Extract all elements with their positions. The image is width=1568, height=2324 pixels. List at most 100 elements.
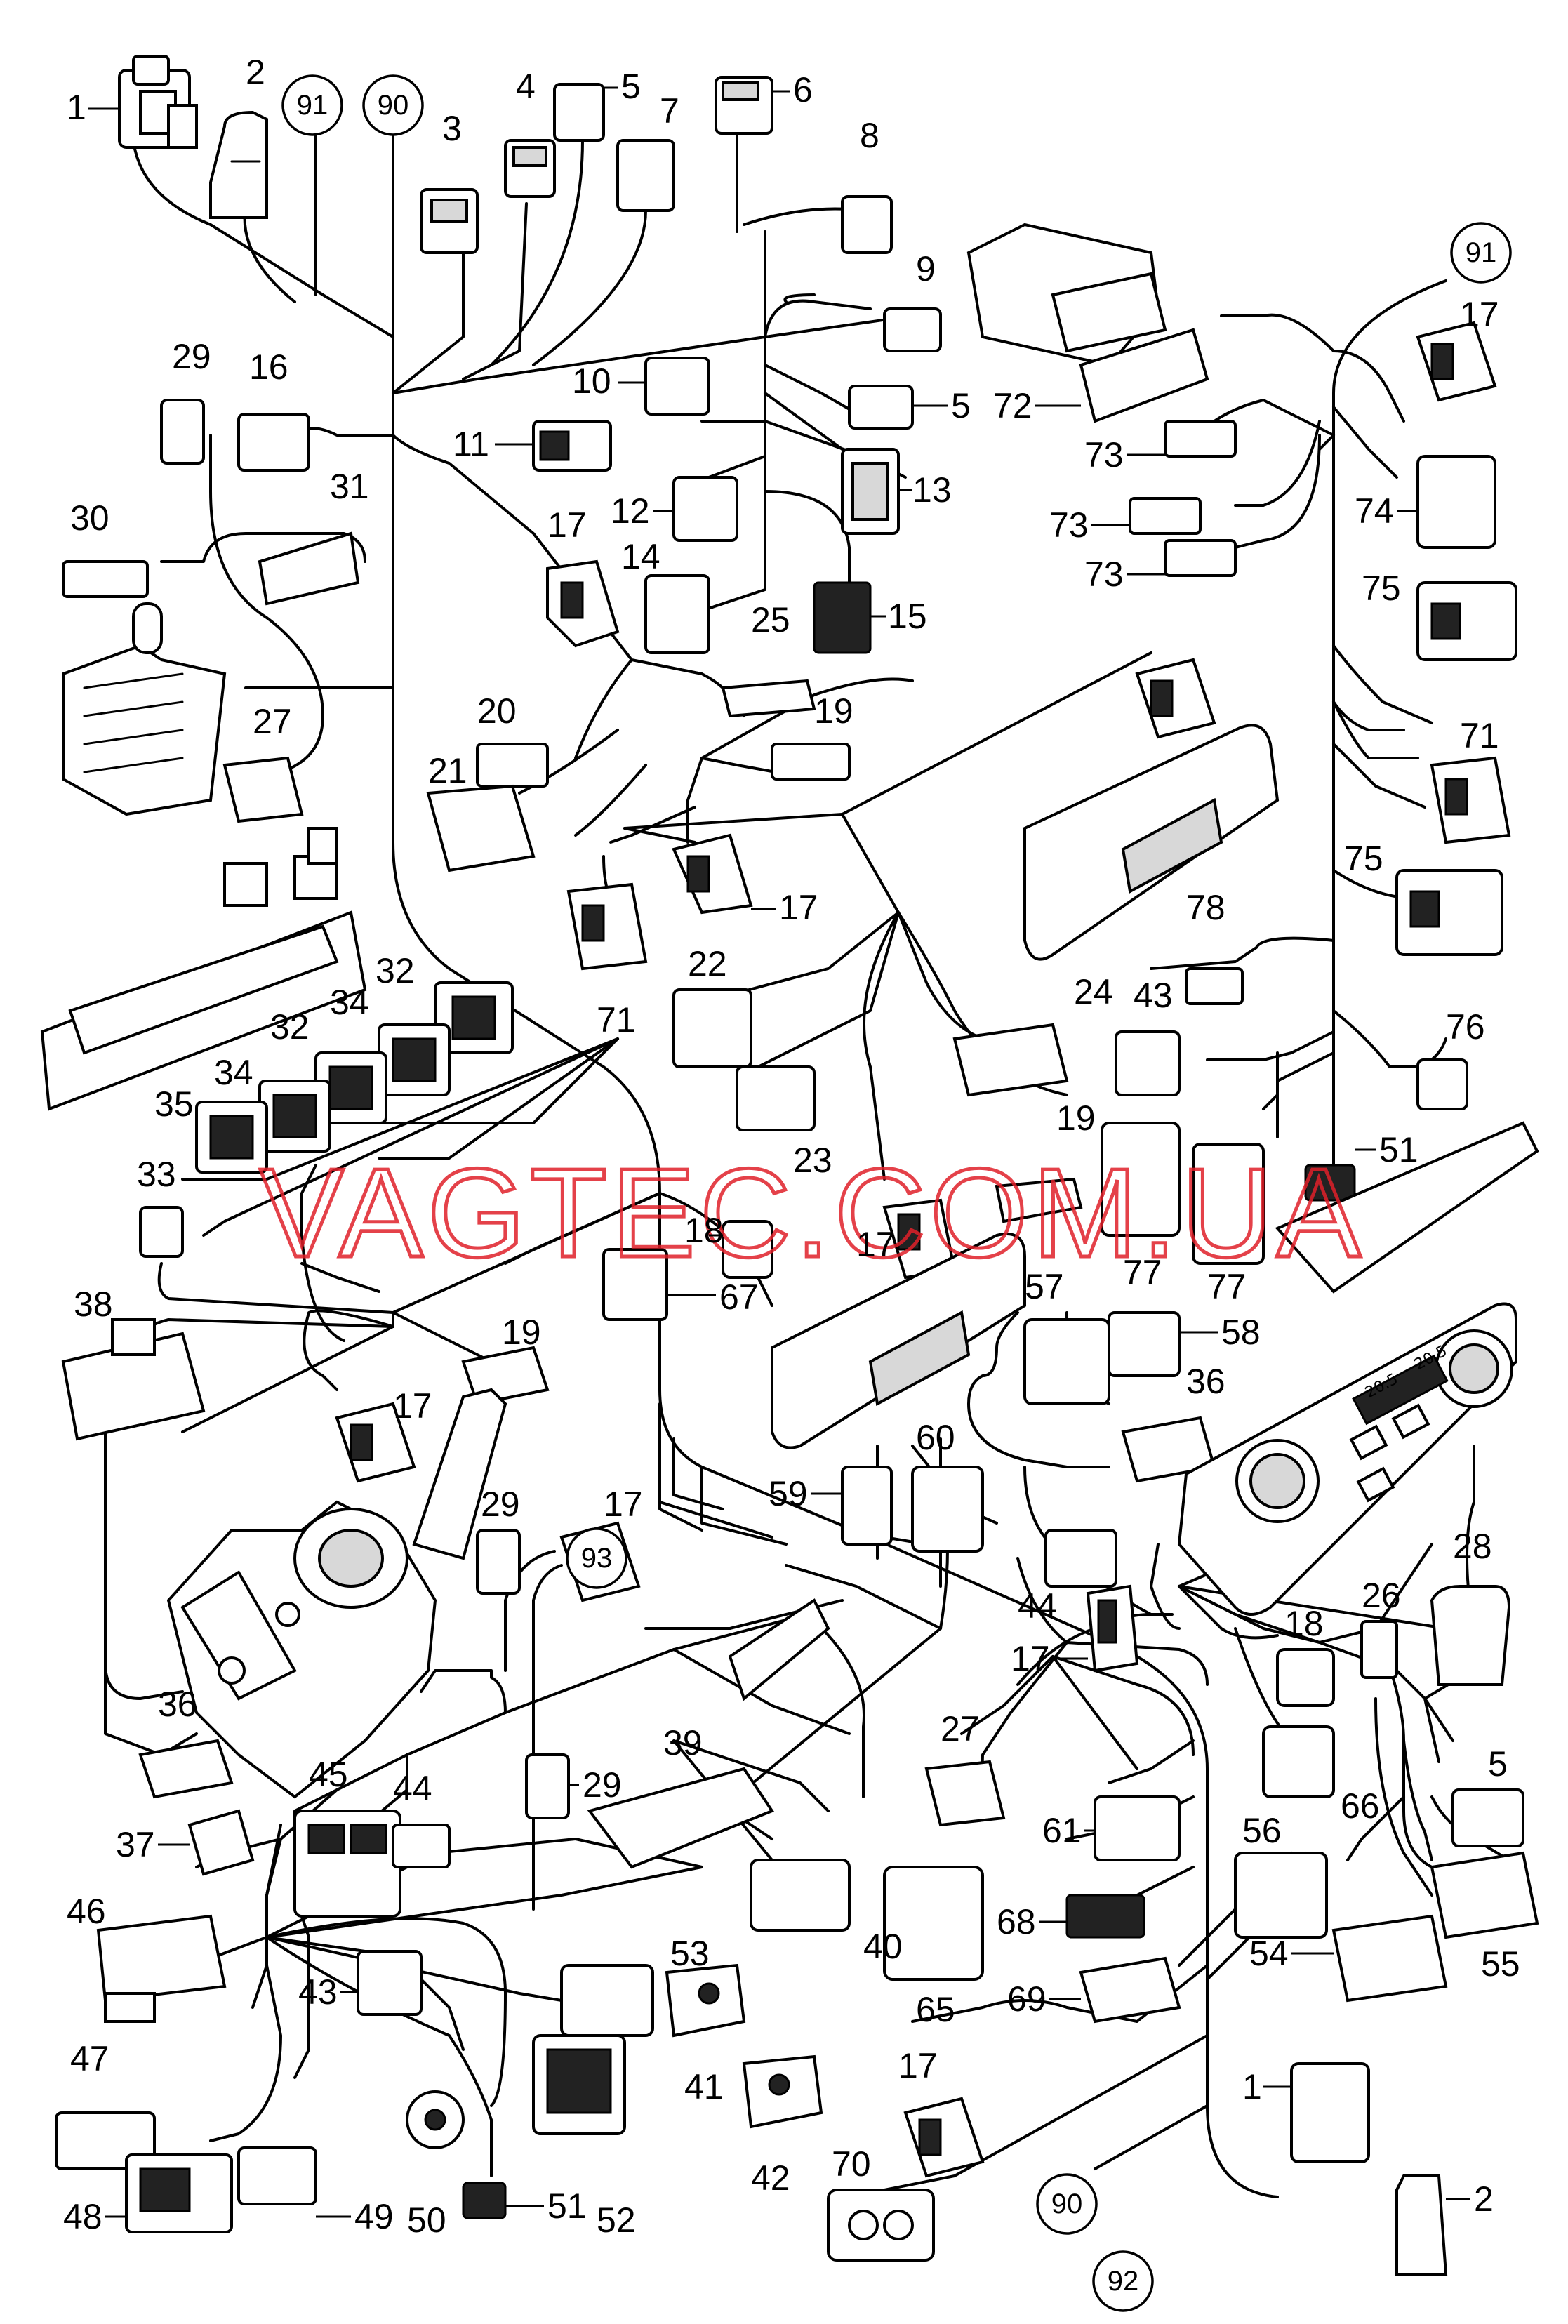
- part-38-connector: [61, 1318, 206, 1441]
- part-37-connector: [187, 1809, 255, 1876]
- part-49-connector: [237, 2146, 317, 2205]
- part-48-connector: [125, 2153, 233, 2233]
- part-57-connector: [1023, 1318, 1110, 1405]
- label-32-b: 32: [270, 1007, 310, 1047]
- label-73-c: 73: [1084, 555, 1124, 594]
- part-5-connector-bottom: [1451, 1788, 1524, 1847]
- part-50-sensor: [406, 2090, 465, 2149]
- part-17-connector-i: [903, 2097, 985, 2178]
- label-35: 35: [154, 1084, 194, 1124]
- label-16: 16: [249, 347, 288, 387]
- part-19-connector-a: [771, 743, 851, 781]
- label-73-a: 73: [1084, 435, 1124, 474]
- part-27-connector-b: [924, 1760, 1006, 1827]
- part-16-connector: [237, 413, 310, 472]
- label-47: 47: [70, 2039, 109, 2078]
- label-18-b: 18: [1284, 1604, 1324, 1643]
- label-43-b: 43: [298, 1972, 338, 2012]
- label-23: 23: [793, 1141, 832, 1180]
- part-66-connector: [1262, 1725, 1335, 1798]
- label-2-top: 2: [246, 53, 265, 92]
- part-40-connector: [750, 1859, 851, 1932]
- label-29-top: 29: [172, 337, 211, 376]
- svg-text:91: 91: [1466, 237, 1497, 268]
- label-77-b: 77: [1207, 1267, 1247, 1306]
- part-30-connector: [62, 560, 149, 598]
- label-61: 61: [1042, 1811, 1082, 1850]
- part-68-connector: [1065, 1894, 1145, 1939]
- part-8-connector: [841, 195, 893, 254]
- label-66: 66: [1341, 1786, 1380, 1826]
- label-9: 9: [916, 249, 936, 288]
- part-7-connector: [616, 139, 675, 212]
- label-31: 31: [330, 467, 369, 506]
- part-18-connector-b: [1276, 1648, 1335, 1707]
- label-49: 49: [354, 2197, 394, 2236]
- label-68: 68: [997, 1902, 1036, 1941]
- label-2-bottom: 2: [1474, 2179, 1494, 2219]
- part-19-connector-c: [461, 1346, 550, 1406]
- label-11: 11: [453, 425, 489, 464]
- label-52: 52: [597, 2200, 636, 2240]
- label-40: 40: [863, 1927, 903, 1966]
- part-44-connector-b: [392, 1824, 451, 1868]
- part-73-connector-b: [1129, 497, 1202, 535]
- part-1-connector-bottom: [1290, 2062, 1370, 2163]
- label-20: 20: [477, 691, 517, 731]
- part-19-connector-b: [995, 1177, 1083, 1223]
- label-19-b: 19: [1056, 1098, 1096, 1138]
- label-1-bottom: 1: [1242, 2067, 1262, 2106]
- label-36-a: 36: [1186, 1362, 1225, 1401]
- part-45-connector: [293, 1810, 401, 1918]
- label-78: 78: [1186, 888, 1225, 927]
- label-3: 3: [442, 109, 462, 148]
- label-17-a: 17: [547, 505, 587, 545]
- fuse-relay-carrier: [40, 827, 367, 1111]
- label-29-c: 29: [583, 1765, 622, 1805]
- label-76: 76: [1446, 1007, 1485, 1047]
- ref-circle-93: 93: [566, 1527, 627, 1589]
- label-58: 58: [1221, 1313, 1261, 1352]
- label-75-b: 75: [1344, 839, 1383, 878]
- label-57: 57: [1025, 1267, 1064, 1306]
- label-17-d: 17: [856, 1225, 896, 1264]
- part-18-connector-a: [722, 1220, 773, 1279]
- part-24-connector: [952, 1023, 1069, 1097]
- part-17-connector-g: [1086, 1584, 1139, 1673]
- part-5-connector-top: [553, 83, 605, 142]
- part-75-connector-b: [1395, 869, 1503, 956]
- label-44-a: 44: [1018, 1586, 1057, 1626]
- label-70: 70: [832, 2144, 871, 2184]
- part-17-connector-f: [1416, 321, 1497, 402]
- svg-text:90: 90: [378, 90, 409, 121]
- part-34-relay-a: [378, 1023, 451, 1096]
- label-17-i: 17: [898, 2046, 938, 2085]
- part-31-module: [258, 531, 360, 606]
- label-54: 54: [1249, 1934, 1289, 1973]
- label-17-f: 17: [1460, 295, 1499, 334]
- label-15: 15: [888, 597, 927, 636]
- part-74-connector: [1416, 455, 1496, 549]
- reference-circles: 91 90 91 93 90 92: [281, 74, 1512, 2312]
- part-5-connector-mid: [848, 385, 914, 430]
- label-65: 65: [916, 1990, 955, 2029]
- sun-visor-upper: [1023, 724, 1280, 961]
- label-43-a: 43: [1134, 976, 1173, 1015]
- part-29-connector-top: [160, 399, 205, 465]
- sun-visor-lower: [771, 1233, 1026, 1449]
- label-51-a: 51: [1379, 1130, 1418, 1169]
- label-14: 14: [621, 537, 660, 576]
- label-71-b: 71: [1460, 716, 1499, 755]
- part-25-module: [721, 679, 816, 718]
- lower-panel: [1275, 1121, 1539, 1294]
- label-42: 42: [751, 2158, 790, 2198]
- label-39: 39: [663, 1723, 703, 1762]
- ref-circle-91-top-right: 91: [1450, 222, 1512, 284]
- part-34-relay-b: [258, 1080, 331, 1153]
- label-17-e: 17: [393, 1386, 432, 1426]
- label-27-a: 27: [253, 702, 292, 741]
- part-17-connector-b: [672, 833, 753, 915]
- part-2-cover-top: [209, 110, 268, 219]
- part-13-connector: [841, 448, 900, 535]
- part-22-connector: [672, 988, 752, 1068]
